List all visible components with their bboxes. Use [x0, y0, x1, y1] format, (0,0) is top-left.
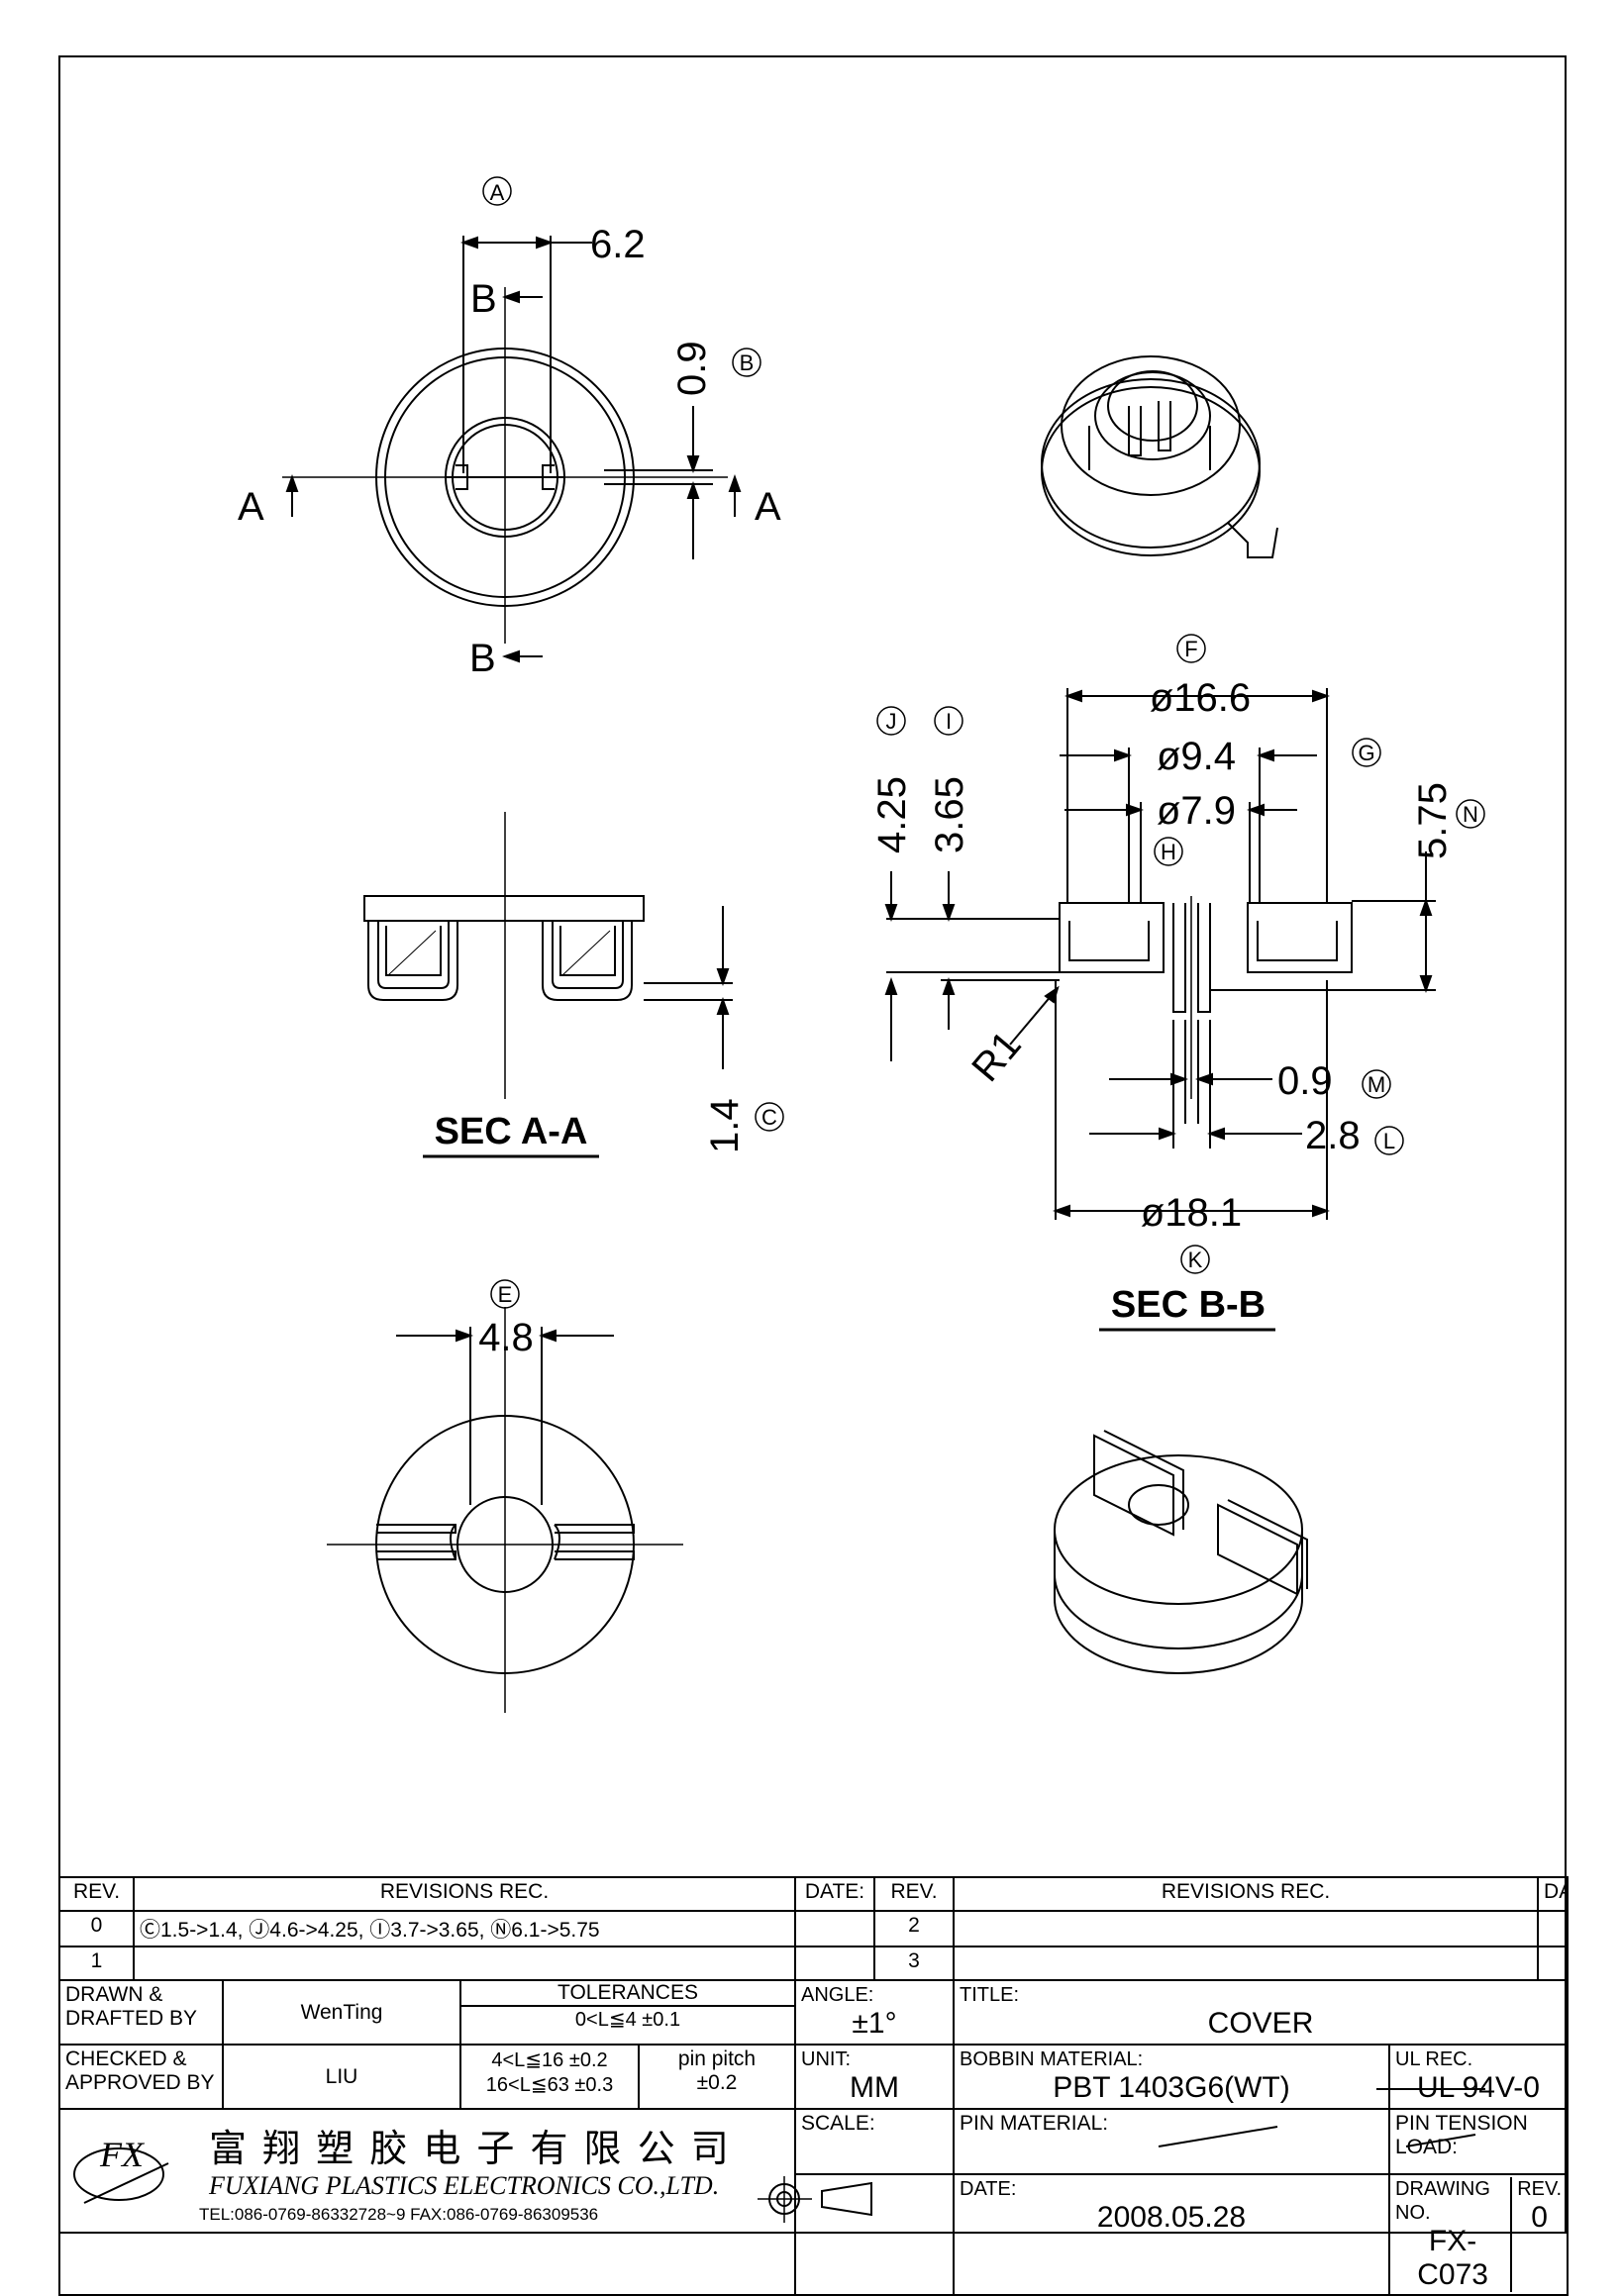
drawn-label: DRAWN & DRAFTED BY — [58, 1979, 224, 2046]
callout-h: H — [1161, 840, 1176, 864]
bobbin-value: PBT 1403G6(WT) — [1053, 2071, 1290, 2104]
unit-label: UNIT: — [801, 2048, 851, 2070]
tol-row-2: 4<L≦16 ±0.2 — [491, 2049, 608, 2071]
rev-0: 0 — [58, 1910, 135, 1947]
dim-0-9-top: 0.9 — [670, 341, 714, 396]
tol-row-1: 0<L≦4 ±0.1 — [574, 2009, 681, 2031]
pin-pitch-value: ±0.2 — [696, 2071, 738, 2094]
sec-bb-title: SEC B-B — [1111, 1284, 1266, 1326]
dim-6-2: 6.2 — [590, 223, 646, 266]
callout-f: F — [1184, 637, 1197, 661]
iso-view-bottom — [1054, 1430, 1308, 1674]
callout-m: M — [1368, 1072, 1385, 1097]
sec-aa-view — [363, 812, 784, 1158]
dim-1-4: 1.4 — [703, 1098, 747, 1153]
company-en: FUXIANG PLASTICS ELECTRONICS CO.,LTD. — [209, 2171, 720, 2200]
rev-label: REV. — [1517, 2178, 1563, 2200]
sec-aa-title: SEC A-A — [435, 1111, 588, 1152]
title-label: TITLE: — [960, 1984, 1020, 2006]
drawn-by: WenTing — [222, 1979, 461, 2046]
pin-material-label: PIN MATERIAL: — [956, 2111, 1387, 2175]
callout-k: K — [1188, 1248, 1203, 1272]
callout-g: G — [1358, 741, 1374, 765]
date-header-left: DATE: — [794, 1876, 875, 1912]
checked-label: CHECKED & APPROVED BY — [58, 2044, 224, 2110]
rev-3: 3 — [873, 1946, 955, 1981]
title-block: REV. REVISIONS REC. DATE: REV. REVISIONS… — [58, 1876, 1570, 2296]
revisions-header-left: REVISIONS REC. — [133, 1876, 796, 1912]
section-label-b-top: B — [470, 277, 497, 321]
bobbin-label: BOBBIN MATERIAL: — [960, 2048, 1144, 2070]
date-label: DATE: — [960, 2178, 1017, 2200]
top-view — [282, 176, 761, 663]
section-label-a-right: A — [755, 485, 781, 529]
callout-i: I — [946, 709, 952, 734]
scale-label: SCALE: — [797, 2111, 952, 2175]
section-label-b-bottom: B — [469, 637, 496, 680]
date-value: 2008.05.28 — [1096, 2201, 1247, 2234]
logo-text: FX — [100, 2135, 144, 2174]
tol-row-3: 16<L≦63 ±0.3 — [485, 2074, 614, 2096]
pin-pitch-label: pin pitch — [677, 2047, 757, 2070]
rev-header-left: REV. — [58, 1876, 135, 1912]
company-block: 富 翔 塑 胶 电 子 有 限 公 司 FUXIANG PLASTICS ELE… — [58, 2108, 796, 2296]
date-header-right: DATE: — [1537, 1876, 1570, 1912]
dim-phi-7-9: ø7.9 — [1157, 789, 1236, 833]
ul-label: UL REC. — [1395, 2048, 1473, 2070]
rev-0-text: Ⓒ1.5->1.4, Ⓙ4.6->4.25, Ⓘ3.7->3.65, Ⓝ6.1-… — [133, 1910, 796, 1947]
angle-label: ANGLE: — [801, 1984, 874, 2006]
checked-by: LIU — [222, 2044, 461, 2110]
callout-j: J — [886, 709, 897, 734]
dim-phi-16-6: ø16.6 — [1150, 676, 1251, 720]
callout-a: A — [490, 180, 505, 205]
bottom-view — [327, 1279, 683, 1713]
company-cn: 富 翔 塑 胶 电 子 有 限 公 司 — [209, 2127, 731, 2170]
drawing-no-value: FX-C073 — [1417, 2225, 1488, 2291]
pin-tension-label: PIN TENSION LOAD: — [1391, 2111, 1567, 2175]
title-value: COVER — [1207, 2007, 1314, 2040]
rev-1: 1 — [58, 1946, 135, 1981]
dim-phi-18-1: ø18.1 — [1141, 1191, 1242, 1235]
callout-n: N — [1463, 802, 1478, 827]
callout-e: E — [498, 1282, 513, 1307]
dim-0-9-bottom: 0.9 — [1277, 1059, 1333, 1103]
company-contact: TEL:086-0769-86332728~9 FAX:086-0769-863… — [199, 2205, 599, 2224]
dim-4-8: 4.8 — [478, 1316, 534, 1359]
dim-3-65: 3.65 — [928, 776, 971, 853]
sec-bb-view — [876, 634, 1485, 1332]
rev-2: 2 — [873, 1910, 955, 1947]
dim-2-8: 2.8 — [1305, 1114, 1361, 1157]
dim-phi-9-4: ø9.4 — [1157, 735, 1236, 778]
callout-c: C — [761, 1105, 777, 1130]
callout-b: B — [740, 350, 755, 375]
revisions-header-right: REVISIONS REC. — [952, 1876, 1540, 1912]
angle-value: ±1° — [852, 2007, 897, 2040]
tolerances-label: TOLERANCES — [462, 1982, 793, 2007]
iso-view-top — [1041, 355, 1278, 558]
unit-value: MM — [850, 2071, 899, 2104]
dim-4-25: 4.25 — [870, 776, 914, 853]
ul-value: UL 94V-0 — [1417, 2071, 1540, 2104]
rev-header-right: REV. — [873, 1876, 955, 1912]
drawing-no-label: DRAWING NO. — [1395, 2178, 1490, 2224]
callout-l: L — [1383, 1129, 1395, 1153]
section-label-a-left: A — [238, 485, 264, 529]
dim-5-75: 5.75 — [1411, 782, 1455, 859]
rev-value: 0 — [1531, 2201, 1548, 2234]
